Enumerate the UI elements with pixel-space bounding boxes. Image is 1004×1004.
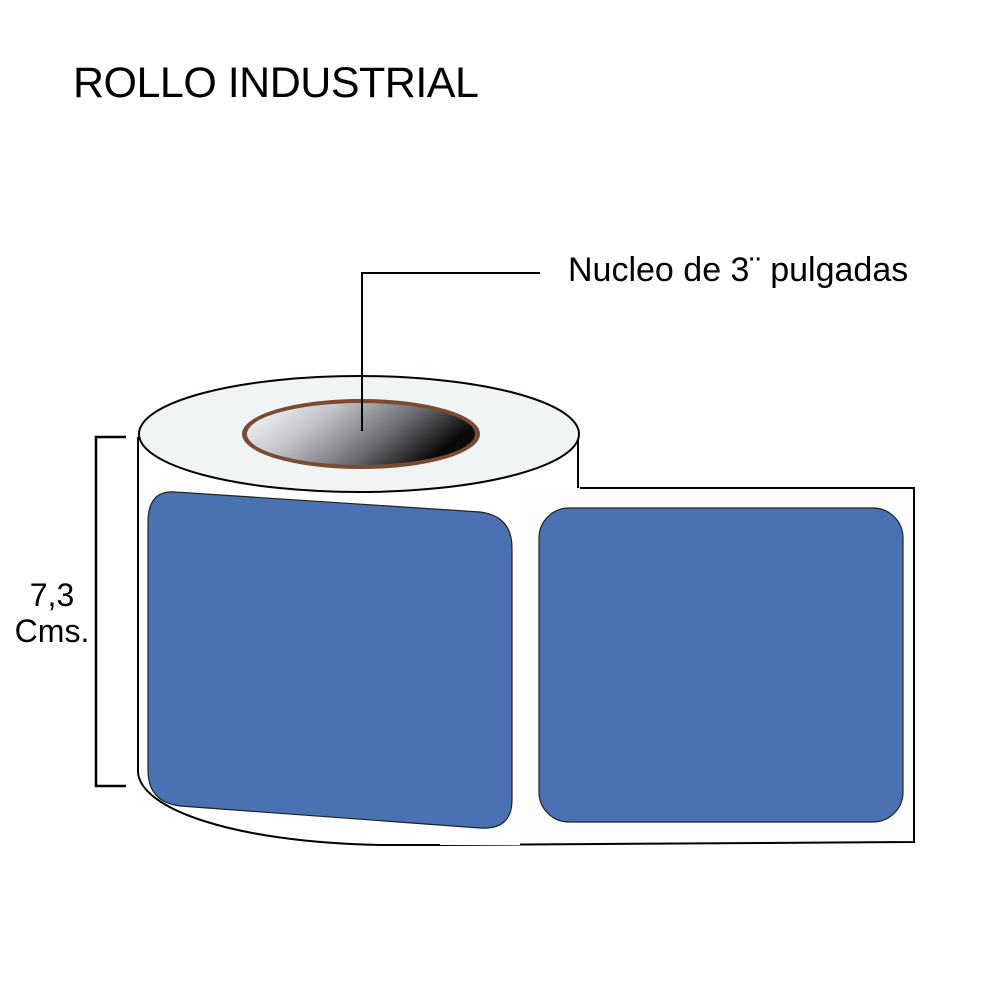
dimension-bracket: [94, 435, 126, 788]
diagram-title: ROLLO INDUSTRIAL: [73, 59, 479, 107]
core-label: Nucleo de 3¨ pulgadas: [568, 251, 909, 289]
core-leader-line: [361, 272, 540, 431]
dimension-label: 7,3 Cms.: [8, 577, 96, 650]
label-unrolled: [538, 507, 904, 823]
core-hole: [247, 403, 475, 465]
dimension-value: 7,3: [29, 577, 75, 613]
dimension-unit: Cms.: [14, 612, 90, 649]
roll-body-outline: [137, 437, 440, 846]
label-on-roll: [147, 491, 513, 829]
